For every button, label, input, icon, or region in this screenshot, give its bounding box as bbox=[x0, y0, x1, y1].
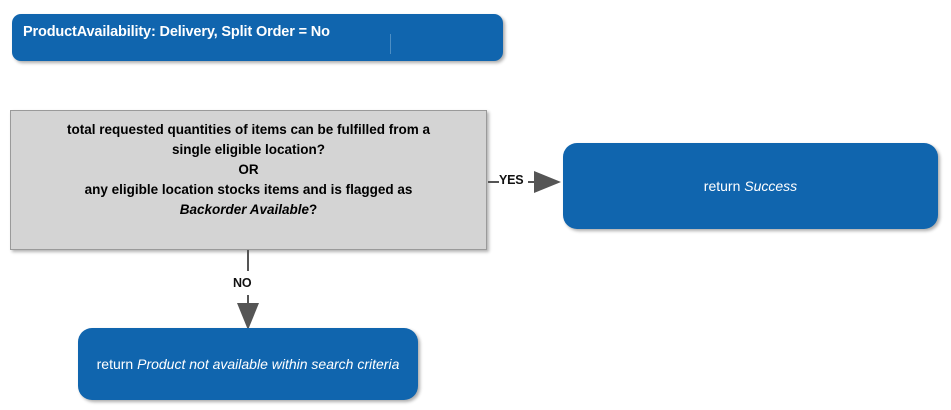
yes-branch-label: YES bbox=[499, 173, 524, 187]
decision-line-1: total requested quantities of items can … bbox=[66, 122, 431, 137]
decision-line-5-italic: Backorder Available bbox=[179, 202, 310, 217]
flowchart-title-bar[interactable]: ProductAvailability: Delivery, Split Ord… bbox=[12, 14, 503, 61]
not-available-prefix: return bbox=[96, 356, 138, 372]
text-cursor bbox=[390, 34, 391, 54]
process-node-not-available[interactable]: return Product not available within sear… bbox=[78, 328, 418, 400]
decision-line-5-suffix: ? bbox=[309, 202, 318, 217]
page-title: ProductAvailability: Delivery, Split Ord… bbox=[23, 24, 330, 40]
decision-node-label: total requested quantities of items can … bbox=[11, 120, 486, 220]
no-connector-line-bottom bbox=[247, 295, 249, 303]
no-branch-label: NO bbox=[233, 276, 252, 290]
decision-node[interactable]: total requested quantities of items can … bbox=[10, 110, 487, 250]
process-node-success[interactable]: return Success bbox=[563, 143, 938, 229]
process-node-success-label: return Success bbox=[690, 176, 811, 196]
no-connector-line-top bbox=[247, 250, 249, 271]
decision-line-3: OR bbox=[238, 162, 259, 177]
success-value: Success bbox=[744, 178, 798, 194]
decision-line-4: any eligible location stocks items and i… bbox=[84, 182, 413, 197]
yes-connector-line-left bbox=[488, 181, 499, 183]
decision-line-2: single eligible location? bbox=[171, 142, 326, 157]
arrow-right-icon bbox=[534, 171, 561, 193]
success-prefix: return bbox=[703, 178, 745, 194]
process-node-not-available-label: return Product not available within sear… bbox=[83, 354, 414, 374]
yes-connector-line-right bbox=[528, 181, 534, 183]
not-available-value: Product not available within search crit… bbox=[137, 356, 400, 372]
arrow-down-icon bbox=[237, 303, 259, 330]
